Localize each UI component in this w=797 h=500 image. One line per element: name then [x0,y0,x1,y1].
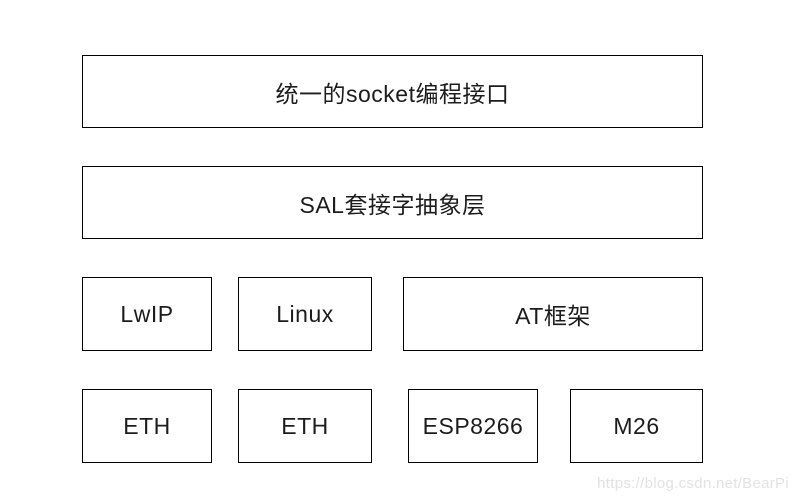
box-eth-1-label: ETH [123,412,171,439]
box-sal-abstraction-layer: SAL套接字抽象层 [82,166,703,239]
box-at-framework: AT框架 [403,277,703,351]
box-eth-2-label: ETH [281,412,329,439]
box-sal-abstraction-layer-label: SAL套接字抽象层 [299,191,486,218]
box-esp8266-label: ESP8266 [422,412,524,439]
box-lwip: LwIP [82,277,212,351]
box-unified-socket-api: 统一的socket编程接口 [82,55,703,128]
box-esp8266: ESP8266 [408,389,538,463]
box-lwip-label: LwIP [120,300,174,327]
box-m26-label: M26 [613,412,660,439]
box-unified-socket-api-label: 统一的socket编程接口 [275,80,510,107]
box-m26: M26 [570,389,703,463]
box-linux: Linux [238,277,372,351]
csdn-watermark: https://blog.csdn.net/BearPi [597,475,789,492]
box-at-framework-label: AT框架 [515,303,591,329]
box-eth-2: ETH [238,389,372,463]
box-eth-1: ETH [82,389,212,463]
box-linux-label: Linux [276,300,334,327]
